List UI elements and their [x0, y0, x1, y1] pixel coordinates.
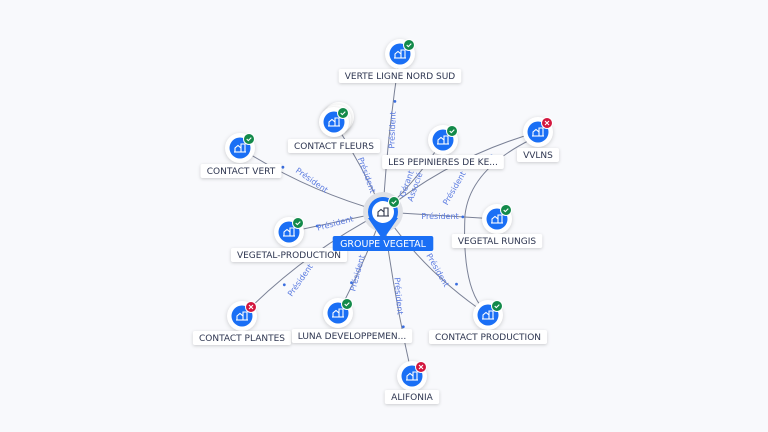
arrow-icon — [282, 283, 286, 287]
status-active-badge — [388, 196, 400, 208]
arrow-icon — [455, 282, 458, 286]
check-icon — [449, 129, 455, 134]
center-node[interactable]: GROUPE VEGETAL — [332, 192, 434, 251]
building-icon — [377, 207, 389, 217]
node-label: CONTACT FLEURS — [294, 142, 374, 152]
arrow-icon — [461, 215, 465, 219]
company-node[interactable]: VERTE LIGNE NORD SUD — [338, 39, 462, 83]
building-icon — [332, 308, 344, 318]
status-active-badge — [403, 39, 415, 51]
edge-label: Président — [347, 254, 366, 293]
check-icon — [494, 304, 500, 309]
status-active-badge — [446, 125, 458, 137]
edge-label: Président — [285, 262, 315, 298]
cross-icon — [248, 304, 254, 310]
status-active-badge — [243, 133, 255, 145]
edge-label: Président — [356, 156, 378, 194]
node-label: LUNA DEVELOPPEMEN... — [298, 332, 406, 342]
check-icon — [246, 137, 252, 142]
status-active-badge — [500, 204, 512, 216]
status-inactive-badge — [245, 301, 257, 313]
check-icon — [406, 43, 412, 48]
edge-label: Président — [440, 169, 467, 206]
building-icon — [236, 311, 248, 321]
node-label-box — [291, 329, 413, 343]
node-label: CONTACT PLANTES — [199, 334, 285, 344]
node-label-box — [200, 164, 282, 178]
company-node[interactable]: CONTACT FLEURS — [287, 102, 381, 153]
cross-icon — [544, 120, 550, 126]
status-active-badge — [491, 300, 503, 312]
edge-label: Président — [316, 213, 355, 232]
nodes-layer: VERTE LIGNE NORD SUD CONTACT FLEURS LES PE… — [192, 39, 560, 404]
status-inactive-badge — [541, 117, 553, 129]
check-icon — [340, 111, 346, 116]
status-inactive-badge — [415, 361, 427, 373]
center-label-box — [332, 236, 434, 251]
building-icon — [406, 371, 418, 381]
node-label-box — [287, 139, 381, 153]
cross-icon — [418, 364, 424, 370]
status-active-badge — [337, 107, 349, 119]
node-label: LES PEPINIERES DE KE... — [388, 158, 498, 168]
arrow-icon — [315, 224, 319, 228]
center-label: GROUPE VEGETAL — [340, 239, 427, 250]
node-label-box — [428, 330, 548, 344]
node-label-box — [230, 248, 348, 262]
building-icon — [482, 310, 494, 320]
node-label: CONTACT PRODUCTION — [435, 333, 541, 343]
check-icon — [344, 302, 350, 307]
node-label: ALIFONIA — [391, 393, 433, 403]
node-label: VVLNS — [523, 151, 553, 161]
building-icon — [328, 117, 340, 127]
building-icon — [283, 227, 295, 237]
arrow-icon — [401, 325, 405, 329]
node-label-box — [516, 148, 560, 162]
company-node[interactable]: VEGETAL-PRODUCTION — [230, 217, 348, 262]
arrow-icon — [393, 100, 397, 103]
node-label: VERTE LIGNE NORD SUD — [345, 72, 456, 82]
building-icon — [394, 49, 406, 59]
company-node[interactable]: CONTACT PRODUCTION — [428, 300, 548, 344]
company-node[interactable]: LES PEPINIERES DE KE... — [382, 125, 504, 169]
node-label-box — [451, 234, 543, 248]
status-active-badge — [292, 217, 304, 229]
node-label: VEGETAL RUNGIS — [458, 237, 537, 247]
company-node[interactable]: VVLNS — [516, 117, 560, 162]
edge-label: GérantAssocié — [396, 168, 424, 203]
node-label-box — [384, 390, 440, 404]
node-label-box — [382, 155, 504, 169]
node-label-box — [338, 69, 462, 83]
company-node[interactable]: CONTACT PLANTES — [192, 301, 292, 345]
building-icon — [532, 127, 544, 137]
edge-label: Président — [421, 211, 458, 221]
edge-label: Président — [386, 111, 397, 149]
company-node[interactable]: VEGETAL RUNGIS — [451, 204, 543, 248]
edge-label: Président — [294, 165, 330, 195]
status-active-badge — [341, 298, 353, 310]
check-icon — [295, 221, 301, 226]
building-icon — [234, 143, 246, 153]
building-icon — [437, 135, 449, 145]
node-label: VEGETAL-PRODUCTION — [237, 251, 341, 261]
node-label-box — [192, 331, 292, 345]
arrow-icon — [281, 165, 285, 169]
building-icon — [491, 214, 503, 224]
company-node[interactable]: ALIFONIA — [384, 361, 440, 404]
company-node[interactable]: CONTACT VERT — [200, 133, 282, 178]
check-icon — [503, 208, 509, 213]
edge-label: Président — [424, 251, 451, 288]
arrow-icon — [350, 281, 353, 285]
edge-label: Président — [392, 277, 405, 315]
node-label: CONTACT VERT — [207, 167, 276, 177]
company-node[interactable]: LUNA DEVELOPPEMEN... — [291, 298, 413, 343]
check-icon — [391, 200, 397, 205]
